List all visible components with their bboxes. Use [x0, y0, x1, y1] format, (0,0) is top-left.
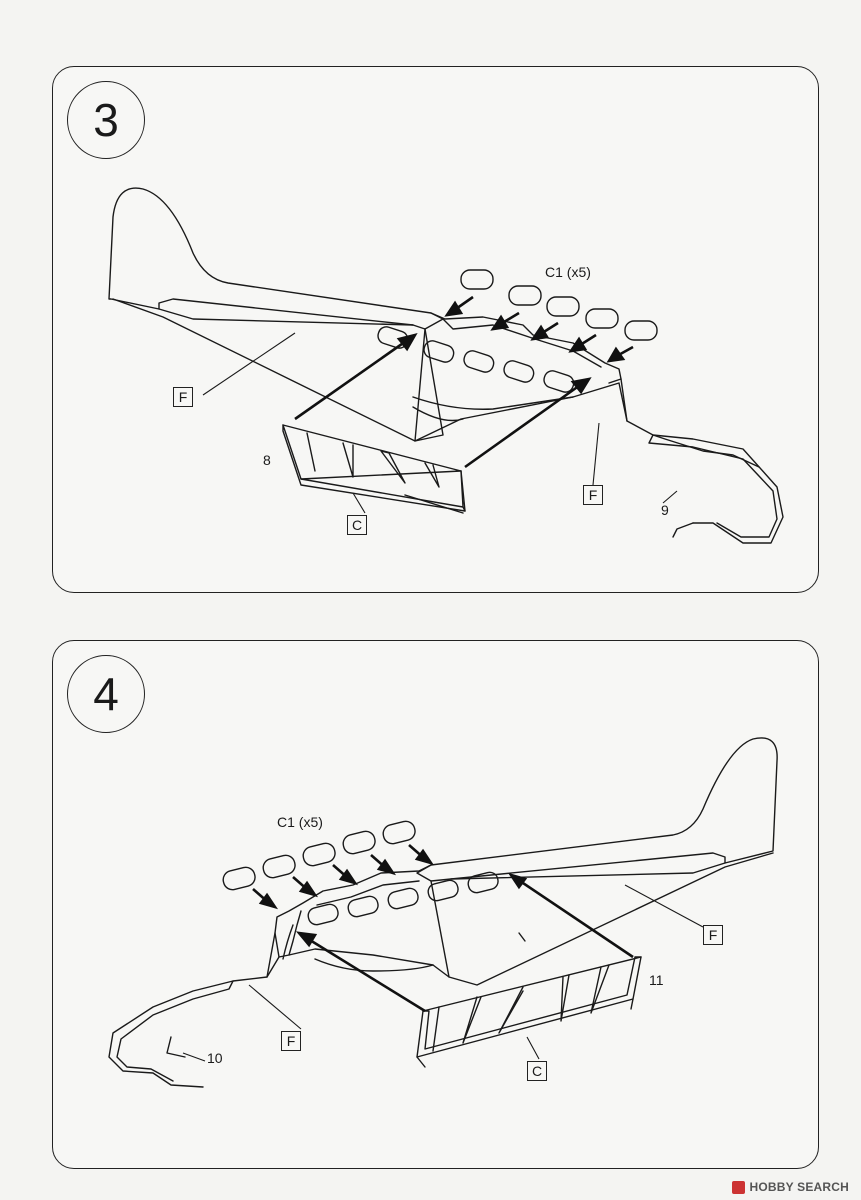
step-number: 4 — [67, 655, 145, 733]
watermark: HOBBY SEARCH — [732, 1180, 849, 1194]
c1-window-part — [585, 308, 619, 329]
step-3-drawing — [108, 187, 784, 544]
parts-c1-label: C1 (x5) — [545, 264, 591, 280]
c1-window-part — [302, 842, 336, 867]
fuselage-half-right — [416, 737, 778, 882]
part-f-box: F — [703, 925, 723, 945]
part-f-box: F — [583, 485, 603, 505]
c1-window-part — [508, 285, 542, 306]
part-c-box: C — [347, 515, 367, 535]
step-3-panel: 3 — [52, 66, 819, 593]
c1-window-part — [460, 269, 494, 290]
watermark-text: HOBBY SEARCH — [749, 1180, 849, 1194]
step-number: 3 — [67, 81, 145, 159]
c1-window-part — [624, 320, 658, 341]
c1-window-part — [546, 296, 580, 317]
c1-window-part — [222, 866, 256, 891]
step-4-drawing — [108, 737, 778, 1088]
parts-c1-label: C1 (x5) — [277, 814, 323, 830]
floor-frame-c — [416, 956, 642, 1058]
ref-8-label: 8 — [263, 452, 271, 468]
part-c-box: C — [527, 1061, 547, 1081]
step-4-panel: 4 — [52, 640, 819, 1169]
part-f-box: F — [173, 387, 193, 407]
c1-window-part — [382, 820, 416, 845]
fuselage-half-left — [108, 187, 444, 330]
c1-window-part — [342, 830, 376, 855]
c1-window-part — [262, 854, 296, 879]
ref-11-label: 11 — [649, 972, 664, 988]
part-f-box: F — [281, 1031, 301, 1051]
ref-10-label: 10 — [207, 1050, 223, 1066]
ref-9-label: 9 — [661, 502, 669, 518]
hobby-search-logo-icon — [732, 1180, 746, 1194]
floor-frame-c — [282, 424, 466, 512]
